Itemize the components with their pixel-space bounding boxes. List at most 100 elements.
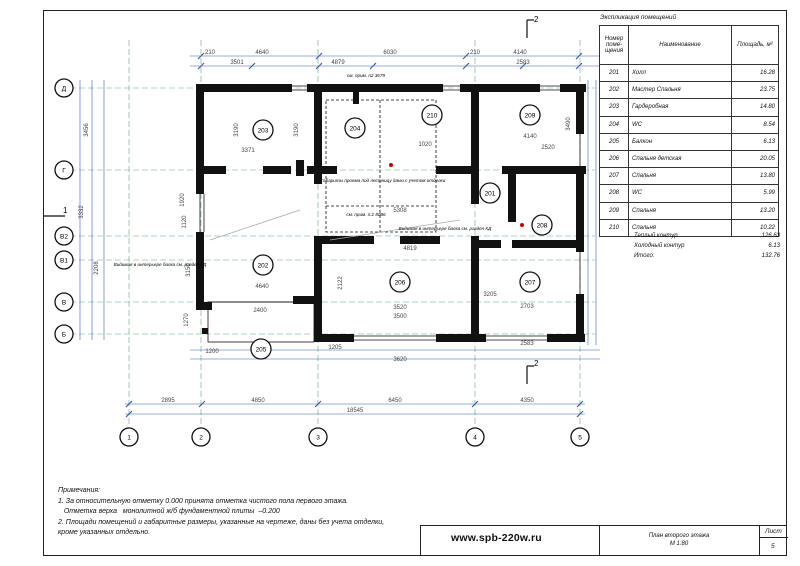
dimension-value: 3520 <box>393 305 407 311</box>
walls <box>196 84 586 342</box>
axis-letter-bubble: В1 <box>54 250 74 270</box>
title-block-name-cell: План второго этажа М 1:80 <box>599 526 760 556</box>
dimension-value: 4140 <box>523 134 537 140</box>
axis-letter-bubble: В2 <box>54 226 74 246</box>
title-block-site-cell: www.spb-220w.ru <box>421 526 600 556</box>
plan-annotation: см. прим. п.2 8086 <box>346 212 386 217</box>
total-value: 6.13 <box>768 243 780 249</box>
dimension-value: 3490 <box>566 117 572 131</box>
axis-number-bubble-label: 1 <box>127 435 131 442</box>
room-name: Спальня детская <box>628 149 732 169</box>
list-number: 5 <box>771 543 775 550</box>
axis-letter-bubble: В <box>54 292 74 312</box>
room-name: Балкон <box>628 132 732 151</box>
room-area: 20.05 <box>731 149 779 169</box>
room-name: Спальня <box>628 201 732 220</box>
room-bubble: 201 <box>479 182 501 204</box>
room-area: 14.80 <box>731 98 779 117</box>
dimension-ticks <box>125 52 584 418</box>
dimension-value: 18545 <box>347 408 364 414</box>
room-bubble: 210 <box>421 104 443 126</box>
sheet-title: План второго этажа М 1:80 <box>599 532 759 548</box>
header-number: Номер поме- щения <box>599 25 629 65</box>
axis-grid <box>70 40 595 425</box>
axis-number-bubble-label: 3 <box>316 435 320 442</box>
section-mark-top: 2 <box>534 15 539 24</box>
list-label: Лист <box>765 528 782 535</box>
room-area: 13.20 <box>731 201 779 220</box>
room-num: 201 <box>599 63 629 83</box>
room-bubble-label: 201 <box>485 191 496 198</box>
room-bubble: 208 <box>531 214 553 236</box>
section-mark-left: 1 <box>63 206 68 215</box>
room-name: Спальня <box>628 218 732 237</box>
room-bubble-label: 208 <box>537 223 548 230</box>
dimension-value: 1205 <box>328 345 342 351</box>
dimension-value: 6030 <box>383 50 397 56</box>
dimension-value: 4850 <box>251 398 265 404</box>
dimension-value: 1120 <box>182 215 188 229</box>
notes: Примечания: 1. За относительную отметку … <box>58 486 384 539</box>
website-link[interactable]: www.spb-220w.ru <box>451 532 542 544</box>
axis-letter-bubble-label: Г <box>62 168 66 175</box>
dimension-value: 2895 <box>161 398 175 404</box>
room-num: 202 <box>599 81 629 100</box>
room-num: 207 <box>599 167 629 186</box>
axis-letter-bubble-label: Б <box>62 332 66 339</box>
room-bubble: 206 <box>389 271 411 293</box>
header-name: Наименование <box>628 25 732 65</box>
sheet-frame <box>43 10 787 556</box>
dimension-value: 4879 <box>331 60 345 66</box>
dimension-value: 2703 <box>520 304 534 310</box>
dimension-value: 3371 <box>241 148 255 154</box>
dimension-value: 5308 <box>393 208 407 214</box>
header-area: Площадь, м² <box>731 25 779 65</box>
dimension-value: 3205 <box>483 292 497 298</box>
section-mark-bottom: 2 <box>534 359 539 368</box>
axis-number-bubble-label: 2 <box>199 435 203 442</box>
room-bubble: 202 <box>252 254 274 276</box>
room-num: 205 <box>599 132 629 151</box>
axis-letter-bubble-label: В <box>62 300 66 307</box>
dimension-value: 4640 <box>255 50 269 56</box>
axis-number-bubble: 1 <box>119 427 139 447</box>
dimension-value: 4819 <box>403 246 417 252</box>
dimension-value: 3190 <box>234 123 240 137</box>
room-bubble-label: 203 <box>258 128 269 135</box>
room-name: Мастер Спальня <box>628 81 732 100</box>
room-bubble: 203 <box>252 119 274 141</box>
explication-title: Экспликация помещений <box>600 14 677 21</box>
dimension-value: 3150 <box>186 263 192 277</box>
axis-number-bubble: 3 <box>308 427 328 447</box>
dimension-value: 1920 <box>180 193 186 207</box>
room-area: 16.28 <box>731 63 779 83</box>
dimension-value: 1270 <box>184 313 190 327</box>
dimension-value: 3620 <box>393 357 407 363</box>
dimension-value: 4640 <box>255 284 269 290</box>
sheet-title-text: План второго этажа <box>648 533 710 539</box>
room-bubble: 205 <box>250 338 272 360</box>
room-area: 5.99 <box>731 184 779 203</box>
note-line: кроме указанных отдельно. <box>58 529 151 536</box>
dimension-value: 3500 <box>393 314 407 320</box>
plan-annotation: Видимая в интерьере балка см. раздел КД <box>114 262 207 267</box>
dimension-value: 210 <box>205 50 216 56</box>
room-area: 8.54 <box>731 115 779 134</box>
room-area: 23.75 <box>731 81 779 100</box>
dimension-value: 4350 <box>520 398 534 404</box>
openings <box>199 85 581 343</box>
axis-letter-bubble-label: В1 <box>60 258 68 265</box>
axis-number-bubble-label: 4 <box>473 435 477 442</box>
axis-letter-bubble: Г <box>54 160 74 180</box>
